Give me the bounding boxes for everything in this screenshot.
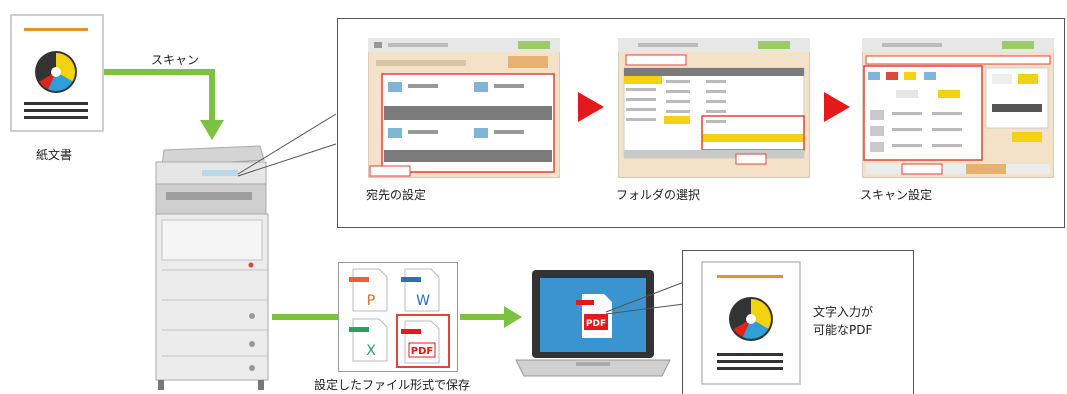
mfp-printer-icon [155, 145, 269, 390]
laptop-pdf-label: PDF [586, 319, 606, 329]
excel-file-icon: X [349, 318, 388, 362]
step-arrow-1 [578, 92, 604, 122]
paper-document-label: 紙文書 [36, 148, 73, 162]
paper-document [10, 14, 104, 132]
pdf-file-label: PDF [411, 346, 433, 357]
transfer-arrow [460, 306, 522, 328]
folder-selection-label: フォルダの選択 [616, 188, 701, 202]
ppt-file-icon: P [349, 268, 388, 312]
destination-setting-label: 宛先の設定 [366, 188, 427, 202]
step-arrow-2 [824, 92, 850, 122]
scan-setting-screen [862, 38, 1054, 178]
save-arrow [272, 314, 338, 320]
laptop-icon: PDF [515, 270, 671, 377]
paper-document-icon [10, 14, 104, 132]
pdf-file-icon: PDF [396, 314, 450, 368]
scan-setting-label: スキャン設定 [860, 188, 933, 202]
scan-label: スキャン [151, 53, 200, 67]
callout-lines [237, 113, 337, 177]
ppt-file-label: P [367, 293, 375, 309]
excel-file-label: X [366, 343, 376, 359]
folder-selection-screen [618, 38, 810, 178]
searchable-pdf-label: 文字入力が 可能なPDF [813, 305, 874, 337]
file-formats-icons: P W X PDF [349, 268, 450, 368]
output-box: 文字入力が 可能なPDF [682, 250, 914, 394]
saved-format-label: 設定したファイル形式で保存 [314, 378, 471, 392]
output-callout-lines [605, 281, 685, 315]
destination-setting-screen [368, 38, 560, 178]
word-file-label: W [416, 293, 430, 309]
searchable-pdf-document-icon [701, 261, 801, 385]
file-formats-box: P W X PDF [338, 262, 458, 372]
word-file-icon: W [401, 268, 440, 312]
scan-arrow [104, 69, 224, 140]
